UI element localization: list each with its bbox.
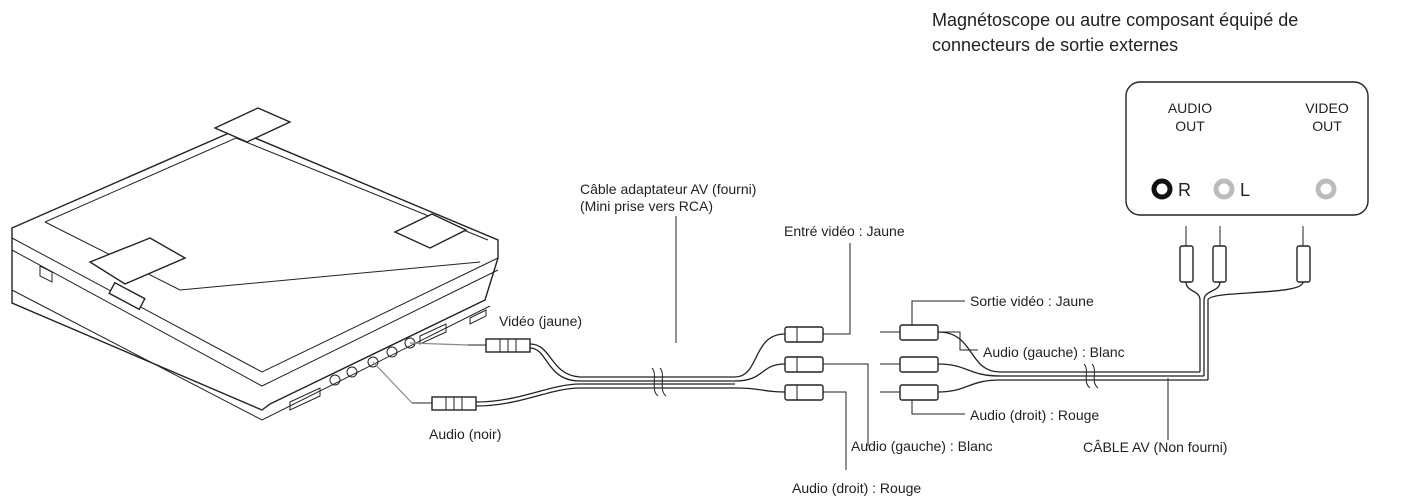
label-audio-droit-right: Audio (droit) : Rouge	[970, 407, 1099, 423]
label-sortie-video: Sortie vidéo : Jaune	[970, 293, 1094, 309]
cable-adapter-label-1: Câble adaptateur AV (fourni)	[580, 181, 756, 197]
audio-out-label-2: OUT	[1175, 118, 1205, 134]
jack-l-label: L	[1240, 180, 1250, 200]
rca-female-red	[784, 384, 824, 401]
audio-mini-plug	[412, 396, 477, 411]
portable-dvd-player	[11, 107, 499, 421]
jack-r-icon	[1151, 178, 1173, 200]
label-audio-droit-left: Audio (droit) : Rouge	[792, 480, 921, 496]
video-mini-plug	[466, 338, 531, 353]
cable-adapter-label-2: (Mini prise vers RCA)	[580, 198, 713, 214]
label-audio-black: Audio (noir)	[429, 426, 501, 442]
label-audio-gauche-right: Audio (gauche) : Blanc	[983, 344, 1125, 360]
rca-female-white	[784, 356, 824, 373]
jack-l-icon	[1213, 178, 1235, 200]
audio-out-label-1: AUDIO	[1168, 100, 1212, 116]
label-cable-av: CÂBLE AV (Non fourni)	[1083, 439, 1227, 455]
av-cable	[880, 226, 1311, 401]
rca-female-yellow	[784, 326, 824, 343]
header-line-1: Magnétoscope ou autre composant équipé d…	[932, 10, 1298, 30]
output-panel: AUDIO OUT VIDEO OUT R L	[1125, 81, 1369, 216]
header-line-2: connecteurs de sortie externes	[932, 35, 1178, 55]
video-out-label-1: VIDEO	[1305, 100, 1349, 116]
label-audio-gauche-left: Audio (gauche) : Blanc	[851, 438, 993, 454]
label-video-yellow: Vidéo (jaune)	[499, 313, 582, 329]
jack-video-icon	[1315, 178, 1337, 200]
av-adapter-cable	[475, 333, 786, 407]
video-out-label-2: OUT	[1312, 118, 1342, 134]
jack-r-label: R	[1178, 180, 1191, 200]
label-entre-video: Entré vidéo : Jaune	[784, 223, 905, 239]
